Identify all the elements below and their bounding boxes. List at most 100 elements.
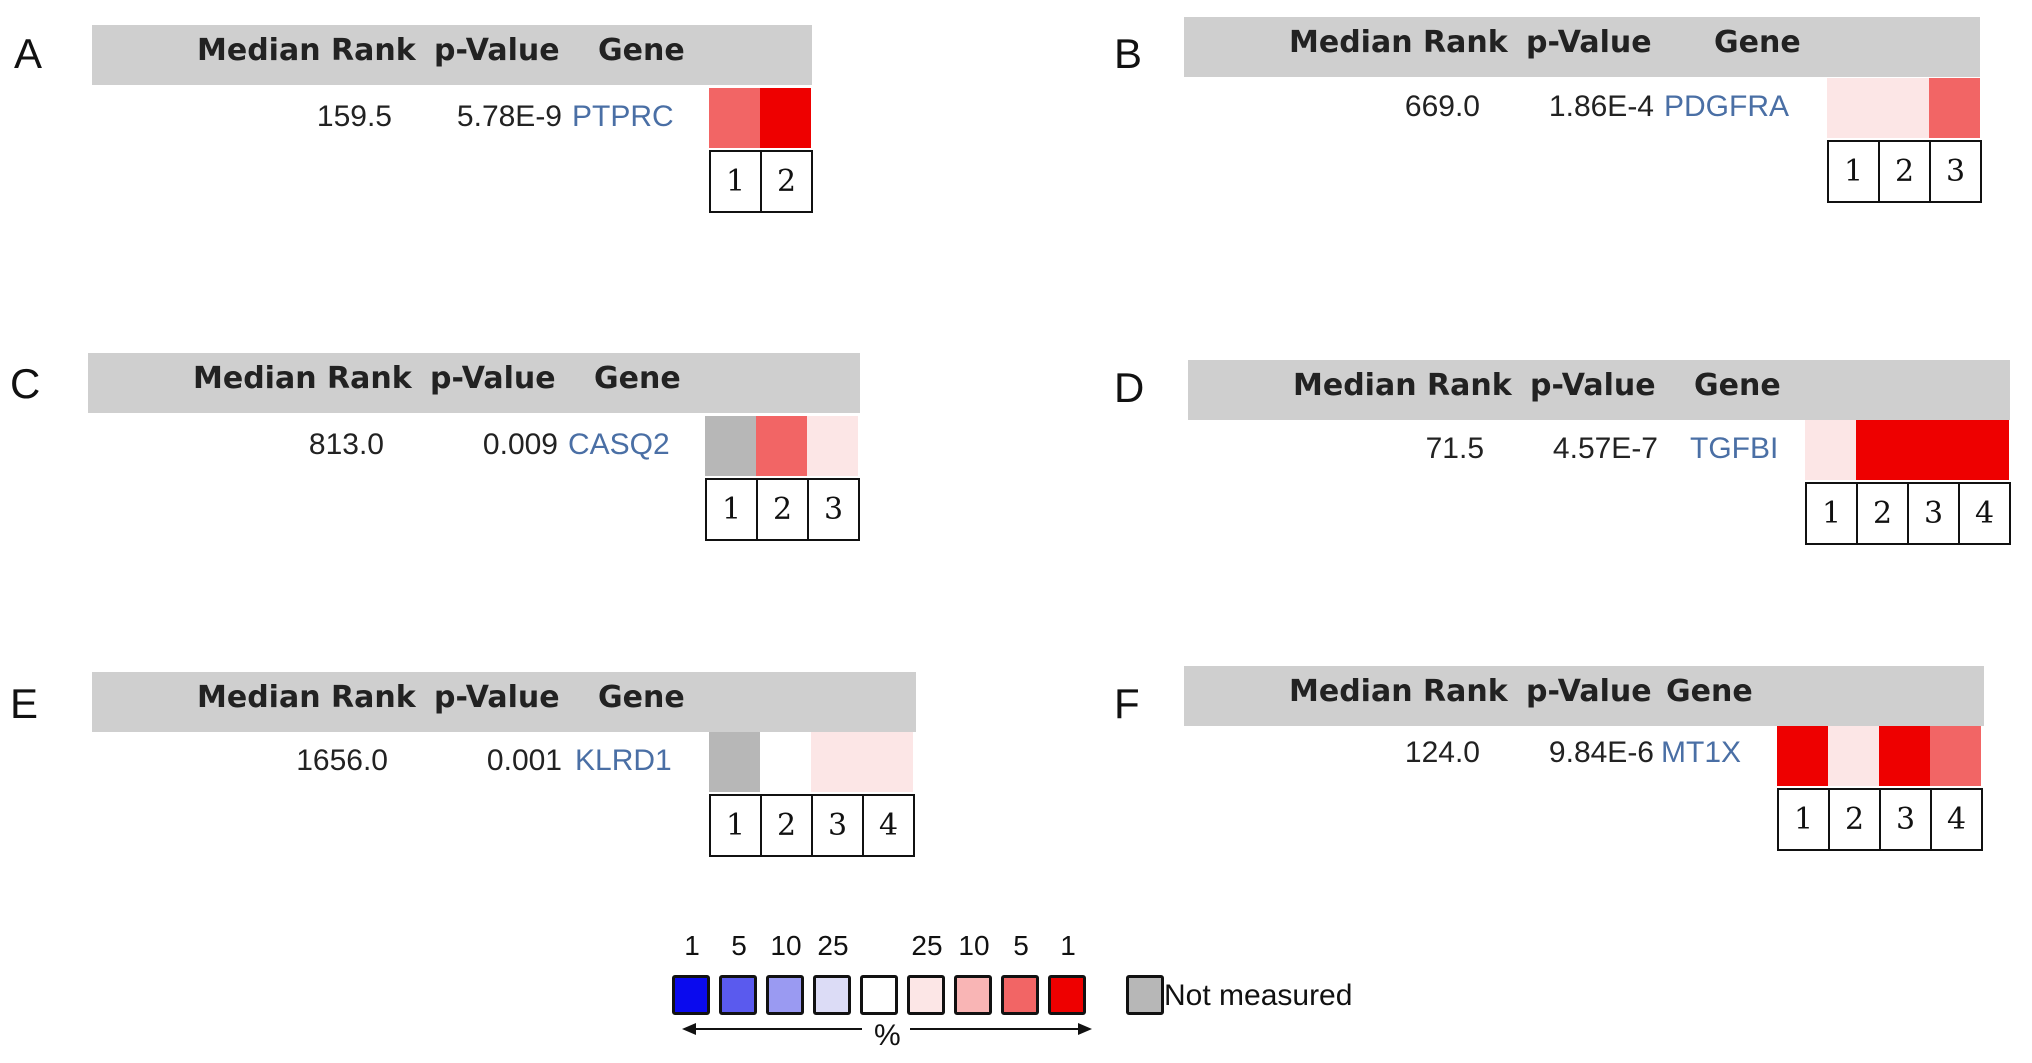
dataset-index: 3 bbox=[1929, 140, 1982, 203]
heatmap-cell bbox=[709, 732, 760, 792]
header-median-rank: Median Rank bbox=[1289, 25, 1508, 60]
legend-percent-label: 5 bbox=[1013, 930, 1029, 961]
heatmap-cell bbox=[760, 732, 811, 792]
median-rank-value: 669.0 bbox=[1404, 90, 1480, 123]
panel-letter: E bbox=[10, 680, 39, 727]
dataset-index: 2 bbox=[760, 150, 813, 213]
dataset-index: 1 bbox=[709, 794, 762, 857]
panel-letter: F bbox=[1114, 680, 1140, 727]
header-p-value: p-Value bbox=[434, 680, 560, 715]
heatmap-cell bbox=[705, 416, 756, 476]
legend-percent-label: 1 bbox=[1060, 930, 1076, 961]
p-value-value: 5.78E-9 bbox=[456, 100, 562, 133]
p-value-value: 0.009 bbox=[482, 428, 558, 461]
dataset-index: 2 bbox=[1828, 788, 1881, 851]
legend-percent-label: 25 bbox=[817, 930, 849, 961]
legend-color-swatch bbox=[1048, 975, 1086, 1015]
table-header bbox=[1188, 360, 2010, 420]
panel-letter: D bbox=[1114, 364, 1145, 411]
header-gene: Gene bbox=[598, 33, 685, 68]
gene-link[interactable]: KLRD1 bbox=[575, 744, 672, 777]
heatmap-cell bbox=[1930, 726, 1981, 786]
legend-color-swatch bbox=[907, 975, 945, 1015]
legend-color-swatch bbox=[672, 975, 710, 1015]
legend-color-swatch bbox=[719, 975, 757, 1015]
dataset-index: 2 bbox=[1856, 482, 1909, 545]
dataset-index: 4 bbox=[1930, 788, 1983, 851]
header-p-value: p-Value bbox=[1526, 674, 1652, 709]
p-value-value: 1.86E-4 bbox=[1548, 90, 1654, 123]
gene-link[interactable]: PTPRC bbox=[572, 100, 674, 133]
table-header bbox=[92, 25, 812, 85]
heatmap-cell bbox=[862, 732, 913, 792]
dataset-index: 2 bbox=[760, 794, 813, 857]
table-header bbox=[92, 672, 916, 732]
table-header bbox=[1184, 666, 1984, 726]
p-value-value: 9.84E-6 bbox=[1548, 736, 1654, 769]
heatmap-cell bbox=[709, 88, 760, 148]
heatmap-cell bbox=[1879, 726, 1930, 786]
median-rank-value: 124.0 bbox=[1404, 736, 1480, 769]
heatmap-cell bbox=[1929, 78, 1980, 138]
header-median-rank: Median Rank bbox=[1293, 368, 1512, 403]
dataset-index: 1 bbox=[1827, 140, 1880, 203]
legend-percent-label: 10 bbox=[770, 930, 802, 961]
gene-link[interactable]: MT1X bbox=[1661, 736, 1742, 769]
dataset-index: 3 bbox=[811, 794, 864, 857]
header-p-value: p-Value bbox=[1526, 25, 1652, 60]
heatmap-cell bbox=[1907, 420, 1958, 480]
dataset-index: 2 bbox=[756, 478, 809, 541]
legend-percent-label: 5 bbox=[731, 930, 747, 961]
heatmap-cell bbox=[1958, 420, 2009, 480]
heatmap-cell bbox=[760, 88, 811, 148]
dataset-index: 1 bbox=[1777, 788, 1830, 851]
heatmap-cell bbox=[756, 416, 807, 476]
p-value-value: 4.57E-7 bbox=[1552, 432, 1658, 465]
legend-percent-label: 10 bbox=[958, 930, 990, 961]
heatmap-cell bbox=[811, 732, 862, 792]
median-rank-value: 159.5 bbox=[316, 100, 392, 133]
header-median-rank: Median Rank bbox=[1289, 674, 1508, 709]
panel-letter: B bbox=[1114, 30, 1143, 77]
legend-color-swatch bbox=[860, 975, 898, 1015]
median-rank-value: 813.0 bbox=[308, 428, 384, 461]
dataset-index: 3 bbox=[1907, 482, 1960, 545]
legend-color-swatch bbox=[1001, 975, 1039, 1015]
dataset-index: 1 bbox=[705, 478, 758, 541]
legend-color-swatch bbox=[954, 975, 992, 1015]
legend-color-swatch bbox=[813, 975, 851, 1015]
dataset-index: 3 bbox=[1879, 788, 1932, 851]
header-gene: Gene bbox=[1714, 25, 1801, 60]
dataset-index: 1 bbox=[709, 150, 762, 213]
median-rank-value: 71.5 bbox=[1425, 432, 1484, 465]
median-rank-value: 1656.0 bbox=[296, 744, 388, 777]
legend-percent-symbol: % bbox=[874, 1019, 901, 1052]
header-median-rank: Median Rank bbox=[197, 680, 416, 715]
heatmap-cell bbox=[1827, 78, 1878, 138]
dataset-index: 4 bbox=[1958, 482, 2011, 545]
legend-arrow bbox=[682, 1023, 1092, 1035]
gene-link[interactable]: PDGFRA bbox=[1664, 90, 1790, 123]
heatmap-cell bbox=[807, 416, 858, 476]
panel-letter: C bbox=[10, 360, 41, 407]
gene-link[interactable]: TGFBI bbox=[1690, 432, 1779, 465]
header-gene: Gene bbox=[598, 680, 685, 715]
header-gene: Gene bbox=[594, 361, 681, 396]
gene-link[interactable]: CASQ2 bbox=[568, 428, 670, 461]
heatmap-cell bbox=[1856, 420, 1907, 480]
header-median-rank: Median Rank bbox=[197, 33, 416, 68]
table-header bbox=[1184, 17, 1980, 77]
header-p-value: p-Value bbox=[434, 33, 560, 68]
legend-not-measured-label: Not measured bbox=[1164, 979, 1353, 1012]
legend-percent-label: 25 bbox=[911, 930, 943, 961]
panel-letter: A bbox=[14, 30, 43, 77]
dataset-index: 1 bbox=[1805, 482, 1858, 545]
heatmap-cell bbox=[1777, 726, 1828, 786]
dataset-index: 2 bbox=[1878, 140, 1931, 203]
header-gene: Gene bbox=[1666, 674, 1753, 709]
heatmap-cell bbox=[1828, 726, 1879, 786]
legend-percent-label: 1 bbox=[684, 930, 700, 961]
dataset-index: 3 bbox=[807, 478, 860, 541]
p-value-value: 0.001 bbox=[486, 744, 562, 777]
